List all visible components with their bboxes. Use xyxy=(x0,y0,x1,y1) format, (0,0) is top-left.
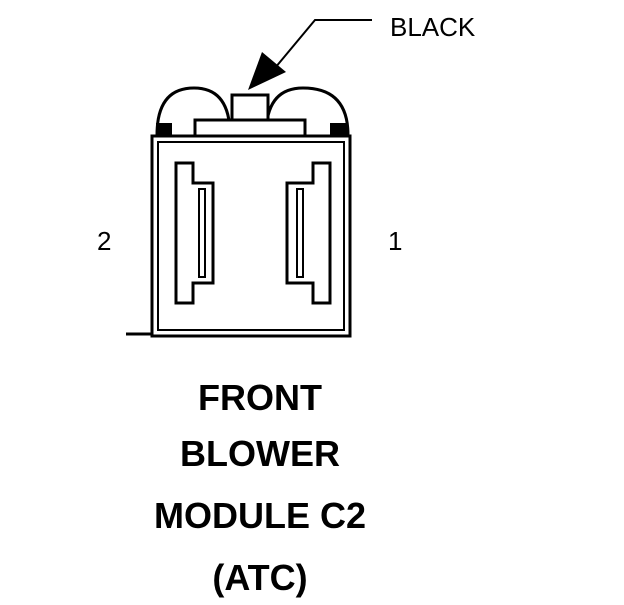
center-raised-body xyxy=(230,93,270,122)
right-latch-cap xyxy=(330,123,347,135)
connector-housing-inner xyxy=(157,141,345,331)
title-line-4: (ATC) xyxy=(212,557,308,598)
title-line-2: BLOWER xyxy=(180,433,340,474)
title-line-1: FRONT xyxy=(198,377,322,418)
pin-1-label: 1 xyxy=(388,226,403,256)
right-latch xyxy=(264,86,350,136)
pin-2-label: 2 xyxy=(97,226,112,256)
left-latch-cap xyxy=(156,123,172,135)
leader-line xyxy=(274,19,372,69)
center-ridge xyxy=(193,118,307,138)
pin-1-cavity xyxy=(285,161,332,305)
pin-2-slot xyxy=(198,188,206,278)
wire-color-label: BLACK xyxy=(390,12,476,42)
title-line-3: MODULE C2 xyxy=(153,495,366,536)
pin-1-slot xyxy=(296,188,304,278)
left-latch xyxy=(155,86,232,136)
pin-2-cavity xyxy=(174,161,215,305)
leader-arrowhead xyxy=(248,52,286,90)
